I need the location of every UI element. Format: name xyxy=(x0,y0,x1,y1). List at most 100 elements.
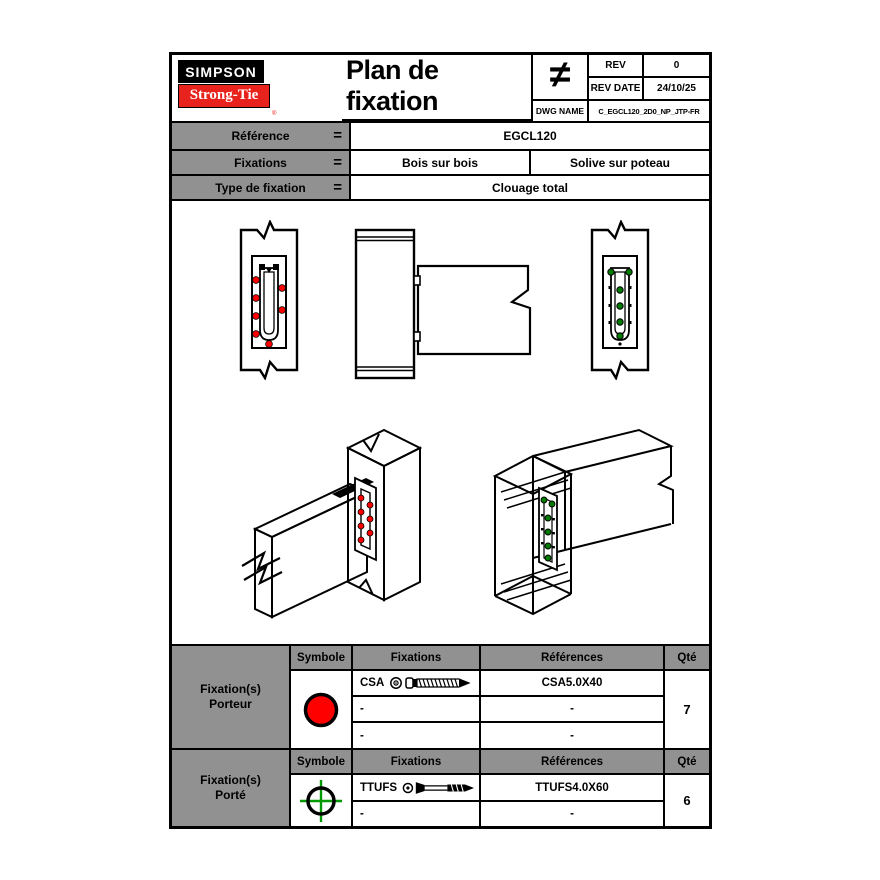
porte-group-cell: Fixation(s) Porté xyxy=(172,750,291,826)
porte-symbol-crosshair xyxy=(300,779,342,822)
equals-sign: = xyxy=(333,178,342,196)
porteur-group-cell: Fixation(s) Porteur xyxy=(172,646,291,748)
fixation-point xyxy=(607,268,615,276)
fixation-points-porteur-iso xyxy=(357,494,374,544)
porteur-group-line2: Porteur xyxy=(209,697,252,711)
porte-reference-cell-1: TTUFS4.0X60 xyxy=(481,775,665,802)
fixations-value-left: Bois sur bois xyxy=(351,151,529,174)
col-header-references: Références xyxy=(481,750,665,775)
drawing-sheet-frame: SIMPSON Strong-Tie ® Plan de fixation ≠ … xyxy=(169,52,712,829)
porte-fixations-table: Fixation(s) Porté Symbole Fixations Réfé… xyxy=(172,748,709,826)
porteur-reference-cell-3: - xyxy=(481,723,665,748)
fixation-point xyxy=(357,522,365,530)
porteur-group-line1: Fixation(s) xyxy=(200,682,261,696)
fixations-row: Fixations = Bois sur bois Solive sur pot… xyxy=(172,151,709,176)
col-header-symbole: Symbole xyxy=(291,646,353,671)
reference-label: Référence xyxy=(231,129,290,143)
fixation-type-value: Clouage total xyxy=(351,176,709,199)
porte-fixation-name: TTUFS xyxy=(360,781,398,794)
reference-row: Référence = EGCL120 xyxy=(172,123,709,151)
fixation-point xyxy=(252,330,260,338)
fixation-point xyxy=(544,528,552,536)
fixation-point xyxy=(366,515,374,523)
fixation-point xyxy=(544,514,552,522)
porteur-fixation-cell-1: CSA xyxy=(353,671,481,697)
logo-strongtie-text: Strong-Tie xyxy=(178,84,270,108)
fixations-label: Fixations xyxy=(234,155,287,170)
porteur-fixation-cell-2: - xyxy=(353,697,481,723)
fixation-point xyxy=(357,536,365,544)
fixation-point xyxy=(357,494,365,502)
col-header-symbole: Symbole xyxy=(291,750,353,775)
fixation-point xyxy=(625,268,633,276)
drawing-area xyxy=(172,201,709,644)
fixation-points-porte xyxy=(607,268,633,340)
col-header-fixations: Fixations xyxy=(353,646,481,671)
front-view-porte-drawing xyxy=(590,220,650,380)
rev-date-label: REV DATE xyxy=(589,78,644,101)
fixation-point xyxy=(544,542,552,550)
porteur-reference-cell-1: CSA5.0X40 xyxy=(481,671,665,697)
registered-mark: ® xyxy=(272,111,277,117)
logo-simpson-text: SIMPSON xyxy=(178,60,264,83)
fixation-type-values: Clouage total xyxy=(351,176,709,199)
porteur-fixation-cell-3: - xyxy=(353,723,481,748)
fixation-point xyxy=(265,340,273,348)
front-view-porteur-drawing xyxy=(239,220,299,380)
porte-reference-cell-2: - xyxy=(481,802,665,826)
col-header-qte: Qté xyxy=(665,750,709,775)
fixation-point xyxy=(548,500,556,508)
dwg-name-value: C_EGCL120_2D0_NP_JTP-FR xyxy=(598,106,700,116)
fixation-point xyxy=(357,508,365,516)
fixation-points-porte-iso xyxy=(540,496,556,562)
side-view-drawing xyxy=(354,228,532,380)
equals-sign: = xyxy=(333,126,342,144)
porte-symbol-cell xyxy=(291,775,353,826)
porteur-reference-cell-2: - xyxy=(481,697,665,723)
fixation-type-label-cell: Type de fixation = xyxy=(172,176,351,199)
simpson-strongtie-logo: SIMPSON Strong-Tie ® xyxy=(172,55,342,121)
porte-qty-cell: 6 xyxy=(665,775,709,826)
reference-values: EGCL120 xyxy=(351,123,709,149)
porteur-fixation-name: CSA xyxy=(360,677,385,689)
not-equal-symbol: ≠ xyxy=(533,55,589,101)
fixation-point xyxy=(616,332,624,340)
fixations-label-cell: Fixations = xyxy=(172,151,351,174)
fixations-values: Bois sur bois Solive sur poteau xyxy=(351,151,709,174)
fixation-point xyxy=(366,529,374,537)
fixation-point xyxy=(252,294,260,302)
dwg-name-label: DWG NAME xyxy=(533,101,589,121)
fixation-point xyxy=(252,276,260,284)
fixation-point xyxy=(278,306,286,314)
col-header-qte: Qté xyxy=(665,646,709,671)
fixation-point xyxy=(278,284,286,292)
rev-date-value: 24/10/25 xyxy=(644,78,709,101)
fixation-point xyxy=(540,496,548,504)
title-container: Plan de fixation xyxy=(342,55,531,121)
fixation-point xyxy=(252,312,260,320)
rev-label: REV xyxy=(589,55,644,78)
porte-group-line2: Porté xyxy=(215,788,246,802)
ttufs-screw-icon xyxy=(402,781,475,794)
fixation-type-row: Type de fixation = Clouage total xyxy=(172,176,709,201)
revision-block: ≠ REV 0 REV DATE 24/10/25 DWG NAME C_EGC… xyxy=(531,55,709,121)
col-header-fixations: Fixations xyxy=(353,750,481,775)
fixation-point xyxy=(616,302,624,310)
fixations-value-right: Solive sur poteau xyxy=(529,151,709,174)
porteur-symbol-red-circle xyxy=(303,692,339,727)
equals-sign: = xyxy=(333,153,342,171)
fixation-point xyxy=(544,554,552,562)
porteur-qty-cell: 7 xyxy=(665,671,709,748)
rev-value: 0 xyxy=(644,55,709,78)
page-title: Plan de fixation xyxy=(342,55,531,121)
porte-fixation-cell-2: - xyxy=(353,802,481,826)
porte-group-line1: Fixation(s) xyxy=(200,773,261,787)
fixation-point xyxy=(616,318,624,326)
csa-screw-icon xyxy=(390,677,471,689)
iso-view-porteur-drawing xyxy=(241,428,423,619)
fixation-points-porteur xyxy=(252,276,286,348)
porte-fixation-cell-1: TTUFS xyxy=(353,775,481,802)
col-header-references: Références xyxy=(481,646,665,671)
reference-value: EGCL120 xyxy=(351,123,709,149)
